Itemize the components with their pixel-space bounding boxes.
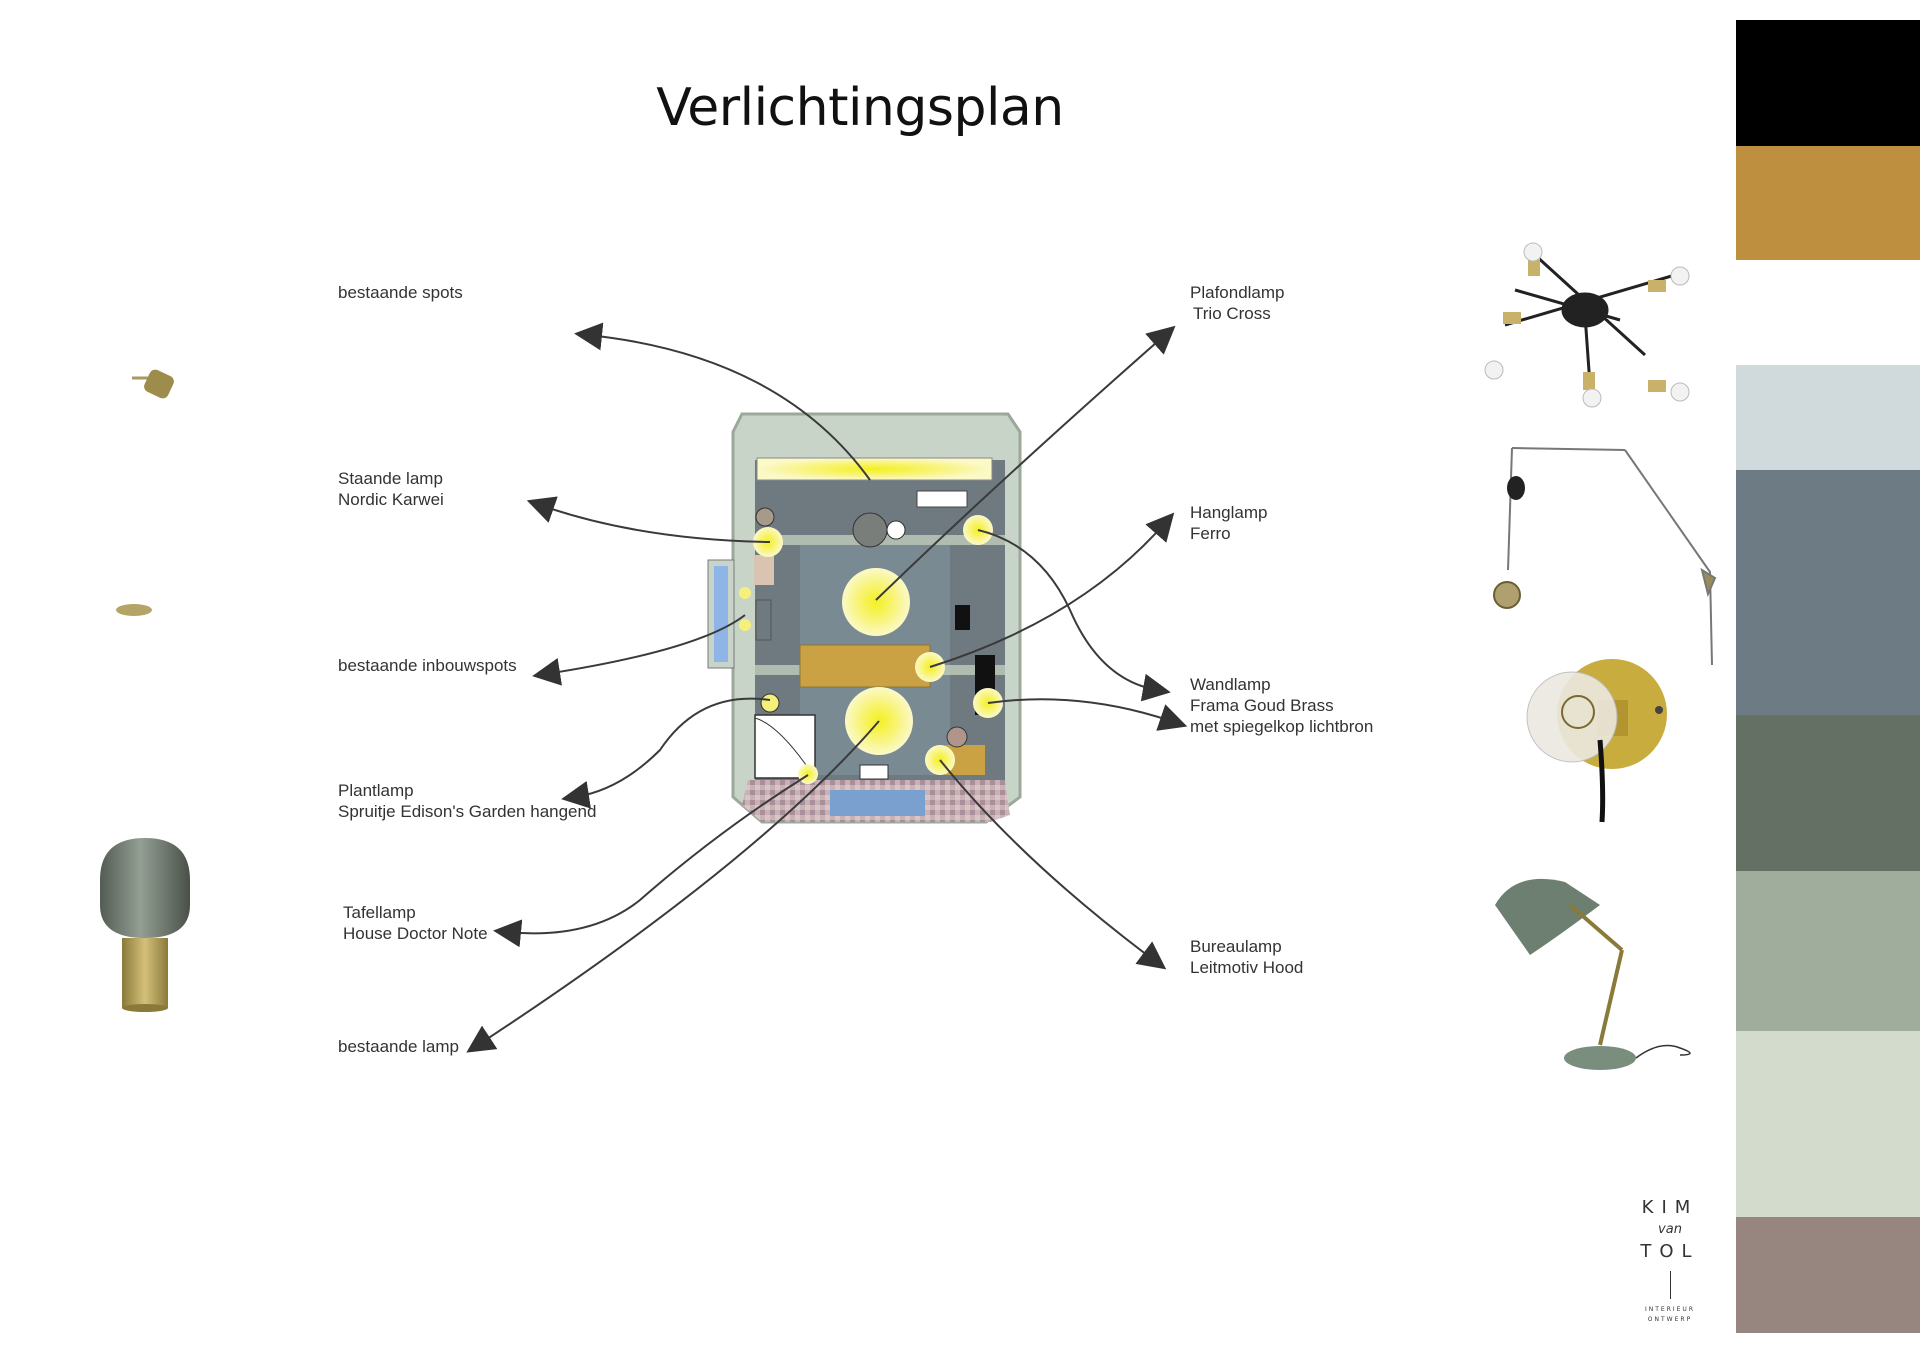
floor-lamp-illustration xyxy=(116,369,174,616)
logo-line-kim: KIM xyxy=(1641,1197,1699,1218)
label-line: Spruitje Edison's Garden hangend xyxy=(338,802,597,821)
label-line: Frama Goud Brass xyxy=(1190,696,1334,715)
logo-line-van: van xyxy=(1658,1222,1682,1237)
label-line: Tafellamp xyxy=(343,903,416,922)
palette-swatch-8 xyxy=(1736,1031,1920,1217)
label-tafellamp: Tafellamp House Doctor Note xyxy=(343,902,488,944)
label-line: Bureaulamp xyxy=(1190,937,1282,956)
connector-arrows xyxy=(466,322,1188,1053)
palette-swatch-2 xyxy=(1736,146,1920,260)
page-title: Verlichtingsplan xyxy=(656,78,1064,138)
label-line: Staande lamp xyxy=(338,469,443,488)
logo-line-tol: TOL xyxy=(1640,1241,1700,1262)
label-bestaande-spots: bestaande spots xyxy=(338,282,463,303)
palette-swatch-3 xyxy=(1736,260,1920,365)
label-line: bestaande inbouwspots xyxy=(338,656,517,675)
label-bestaande-inbouwspots: bestaande inbouwspots xyxy=(338,655,517,676)
label-line: Trio Cross xyxy=(1193,304,1271,323)
label-line: Plantlamp xyxy=(338,781,414,800)
palette-swatch-4 xyxy=(1736,365,1920,470)
label-line: Hanglamp xyxy=(1190,503,1268,522)
label-line: met spiegelkop lichtbron xyxy=(1190,717,1374,736)
logo-divider xyxy=(1669,1271,1671,1299)
wall-lamp-illustration xyxy=(1526,659,1667,823)
label-hanglamp: Hanglamp Ferro xyxy=(1190,502,1268,544)
label-plantlamp: Plantlamp Spruitje Edison's Garden hange… xyxy=(338,780,596,822)
palette-swatch-1 xyxy=(1736,20,1920,146)
label-plafondlamp: Plafondlamp Trio Cross xyxy=(1190,282,1285,324)
label-line: Leitmotiv Hood xyxy=(1190,958,1304,977)
label-bureaulamp: Bureaulamp Leitmotiv Hood xyxy=(1190,936,1303,978)
floor-plan xyxy=(707,412,1022,824)
label-line: bestaande spots xyxy=(338,283,463,302)
label-wandlamp: Wandlamp Frama Goud Brass met spiegelkop… xyxy=(1190,674,1373,737)
label-line: Ferro xyxy=(1190,524,1231,543)
palette-swatch-9 xyxy=(1736,1217,1920,1333)
label-line: bestaande lamp xyxy=(338,1037,459,1056)
label-staande-lamp: Staande lamp Nordic Karwei xyxy=(338,468,444,510)
label-bestaande-lamp: bestaande lamp xyxy=(338,1036,459,1057)
label-line: House Doctor Note xyxy=(343,924,488,943)
desk-lamp-illustration xyxy=(1495,878,1691,1070)
table-lamp-illustration xyxy=(100,838,190,1012)
palette-swatch-7 xyxy=(1736,871,1920,1031)
ceiling-lamp-illustration xyxy=(1484,242,1690,408)
label-line: Nordic Karwei xyxy=(338,490,444,509)
palette-swatch-6 xyxy=(1736,715,1920,871)
palette-swatch-5 xyxy=(1736,470,1920,715)
logo-tag-ontwerp: ONTWERP xyxy=(1647,1316,1693,1323)
brand-logo: KIM van TOL INTERIEUR ONTWERP xyxy=(1630,1195,1710,1325)
label-line: Plafondlamp xyxy=(1190,283,1285,302)
label-line: Wandlamp xyxy=(1190,675,1271,694)
logo-tag-interieur: INTERIEUR xyxy=(1644,1306,1695,1313)
pendant-lamp-illustration xyxy=(1493,447,1717,666)
